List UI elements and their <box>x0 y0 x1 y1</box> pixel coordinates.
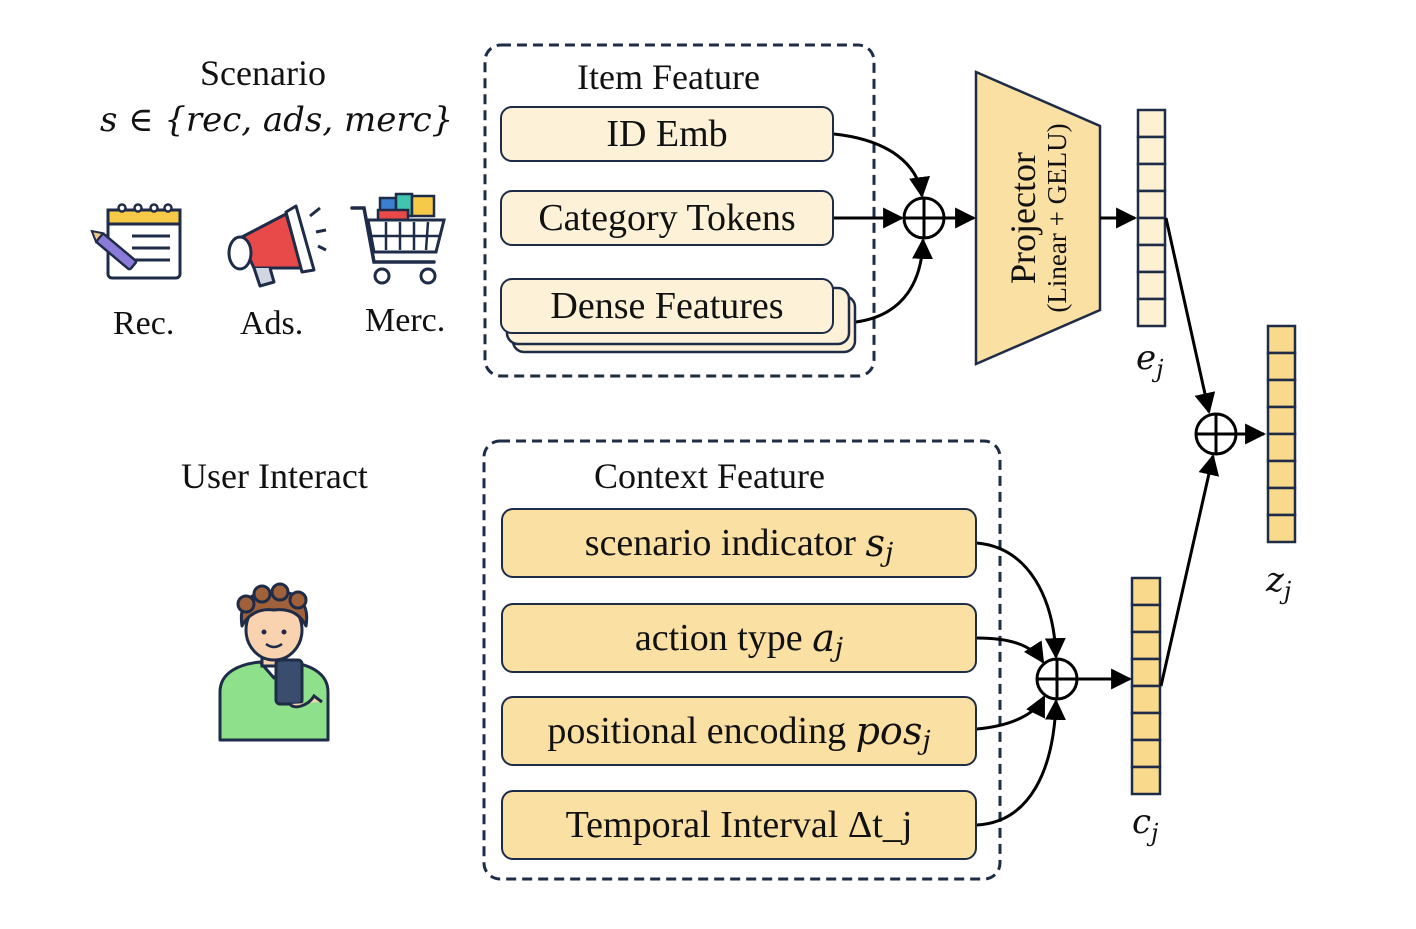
action-type-sub: j <box>834 631 844 663</box>
z-vector-label: zj <box>1266 560 1291 605</box>
arrow-action-to-sum <box>976 636 1045 664</box>
dense-features-label: Dense Features <box>550 285 784 327</box>
context-feature-title: Context Feature <box>594 456 825 496</box>
c-vector-cell <box>1130 576 1162 607</box>
e-vector-cell <box>1136 297 1167 328</box>
context-feature-box <box>482 439 1002 881</box>
z-vector-cell <box>1266 378 1297 409</box>
id-emb-label: ID Emb <box>606 113 728 155</box>
c-var: c <box>1132 802 1152 842</box>
c-vector-cell <box>1130 738 1162 769</box>
arrow-scenario-to-sum <box>976 541 1066 660</box>
item-sum-node <box>902 196 946 240</box>
c-vector-cell <box>1130 657 1162 688</box>
positional-encoding-var: pos <box>855 709 923 753</box>
arrow-positional-to-sum <box>976 695 1046 731</box>
e-var: e <box>1136 338 1157 378</box>
z-vector-cell <box>1266 405 1297 436</box>
z-vector-cell <box>1266 324 1297 355</box>
e-vector-cell <box>1136 270 1167 301</box>
positional-encoding-sub: j <box>922 724 931 756</box>
temporal-interval-box: Temporal Interval Δt_j <box>501 790 977 860</box>
c-vector-cell <box>1130 684 1162 715</box>
user-interact-title: User Interact <box>181 456 368 496</box>
user-with-phone-icon <box>218 582 330 742</box>
z-vector-cell <box>1266 351 1297 382</box>
projector-subtitle: (Linear + GELU) <box>1042 123 1072 313</box>
projector-title: Projector <box>1003 152 1043 284</box>
z-sub: j <box>1283 577 1292 606</box>
action-type-var: a <box>812 616 835 660</box>
temporal-interval-label: Temporal Interval Δt_j <box>565 804 913 846</box>
action-type-label: action type <box>634 617 813 659</box>
output-vector-z <box>1266 324 1297 544</box>
item-feature-title: Item Feature <box>577 57 760 97</box>
projector-trapezoid <box>974 70 1102 366</box>
scenario-formula: s ∈ {rec, ads, merc} <box>100 100 454 140</box>
arrow-temporal-to-sum <box>976 698 1066 827</box>
category-tokens-label: Category Tokens <box>538 197 796 239</box>
scenario-indicator-var: s <box>865 521 885 565</box>
final-sum-node <box>1194 412 1238 456</box>
icon-label-merc: Merc. <box>365 302 446 339</box>
arrow-dense-to-sum <box>855 237 934 324</box>
c-vector-cell <box>1130 603 1162 634</box>
z-vector-cell <box>1266 486 1297 517</box>
e-vector-cell <box>1136 243 1167 274</box>
scenario-indicator-label: scenario indicator <box>584 522 866 564</box>
e-vector-cell <box>1136 108 1167 139</box>
icon-label-ads: Ads. <box>240 305 304 342</box>
embedding-vector-e <box>1136 108 1167 328</box>
icon-label-rec: Rec. <box>113 305 175 342</box>
e-vector-label: ej <box>1136 338 1164 383</box>
projector-label: Projector (Linear + GELU) <box>1003 123 1072 313</box>
e-vector-cell <box>1136 135 1167 166</box>
z-vector-cell <box>1266 432 1297 463</box>
e-vector-cell <box>1136 162 1167 193</box>
arrow-e-to-final-sum <box>1164 217 1216 415</box>
id-emb-box: ID Emb <box>500 106 834 162</box>
shopping-cart-icon <box>350 192 446 285</box>
dense-features-box: Dense Features <box>500 278 834 334</box>
megaphone-icon <box>227 204 327 288</box>
z-var: z <box>1266 560 1284 600</box>
c-sub: j <box>1151 819 1159 848</box>
c-vector-label: cj <box>1132 802 1158 847</box>
context-vector-c <box>1130 576 1162 796</box>
z-vector-cell <box>1266 459 1297 490</box>
context-sum-node <box>1035 657 1079 701</box>
positional-encoding-label: positional encoding <box>547 710 856 752</box>
arrow-c-to-final-sum <box>1159 453 1220 687</box>
notepad-pen-icon <box>90 203 182 280</box>
c-vector-cell <box>1130 765 1162 796</box>
e-vector-cell <box>1136 216 1167 247</box>
c-vector-cell <box>1130 630 1162 661</box>
e-vector-cell <box>1136 189 1167 220</box>
e-sub: j <box>1156 355 1164 384</box>
scenario-title: Scenario <box>200 53 326 93</box>
arrow-id-emb-to-sum <box>833 132 930 199</box>
item-feature-box <box>483 43 876 378</box>
category-tokens-box: Category Tokens <box>500 190 834 246</box>
z-vector-cell <box>1266 513 1297 544</box>
c-vector-cell <box>1130 711 1162 742</box>
scenario-indicator-sub: j <box>884 536 894 568</box>
